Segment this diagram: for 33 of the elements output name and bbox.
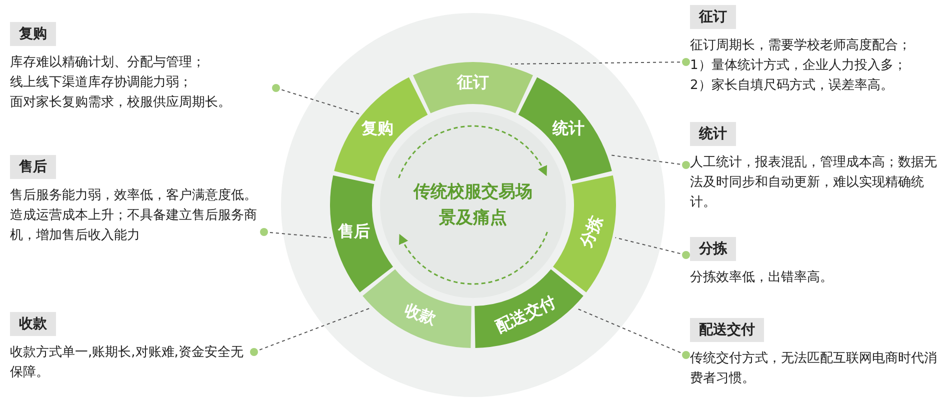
section-heading: 征订	[690, 5, 736, 29]
segment-label: 复购	[362, 118, 394, 140]
section-heading: 分拣	[690, 237, 736, 261]
leader-line	[614, 237, 690, 259]
segment-label: 配送交付	[492, 292, 560, 338]
leader-line	[576, 308, 690, 359]
section-heading: 复购	[10, 22, 56, 46]
section-heading: 统计	[690, 122, 736, 146]
segment-label: 分拣	[576, 213, 608, 252]
leader-line	[272, 84, 360, 114]
callout-text: 库存难以精确计划、分配与管理；	[10, 54, 206, 72]
callout-text: 面对家长复购需求，校服供应周期长。	[10, 94, 232, 112]
section-heading: 售后	[10, 155, 56, 179]
callout-text: 人工统计，报表混乱，管理成本高；数据无法及时同步和自动更新，难以实现精确统计。	[690, 154, 938, 212]
callout-text: 线上线下渠道库存协调能力弱；	[10, 74, 193, 92]
leader-line	[260, 228, 332, 238]
callout-text: 分拣效率低，出错率高。	[690, 269, 834, 287]
section-heading: 收款	[10, 312, 56, 336]
callout-text: 2）家长自填尺码方式，误差率高。	[690, 77, 894, 95]
center-title: 传统校服交易场景及痛点	[413, 181, 533, 230]
segment-label: 统计	[552, 118, 584, 140]
callout-text: 1）量体统计方式，企业人力投入多；	[690, 57, 908, 75]
segment-label: 售后	[338, 222, 370, 243]
section-heading: 配送交付	[690, 318, 764, 342]
leader-line	[610, 154, 690, 169]
leader-line	[510, 58, 690, 66]
callout-text: 征订周期长，需要学校老师高度配合；	[690, 37, 912, 55]
segment-label: 收款	[401, 300, 439, 330]
segment-label: 征订	[457, 72, 489, 94]
callout-text: 收款方式单一,账期长,对账难,资金安全无保障。	[10, 344, 244, 382]
leader-line	[250, 308, 370, 356]
callout-text: 售后服务能力弱，效率低，客户满意度低。造成运营成本上升；不具备建立售后服务商机，增加售后收入能力	[10, 187, 258, 245]
callout-text: 传统交付方式，无法匹配互联网电商时代消费者习惯。	[690, 350, 938, 388]
